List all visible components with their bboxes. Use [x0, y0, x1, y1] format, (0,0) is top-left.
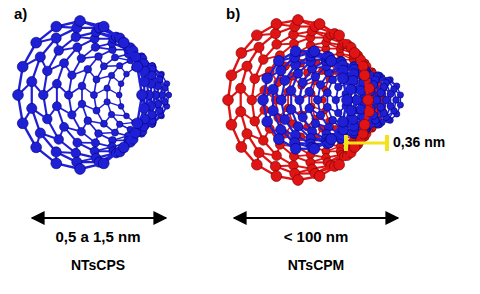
tube-ring: [308, 56, 385, 143]
tube-ring: [13, 16, 148, 175]
tube-ring: [295, 56, 371, 143]
tube-ring: [296, 50, 384, 150]
tube-ring: [320, 62, 388, 138]
tube-name: NTsCPM: [288, 258, 345, 273]
dimension-label: 0,5 a 1,5 nm: [55, 229, 140, 246]
tube-ring: [284, 45, 382, 156]
tube-name: NTsCPS: [71, 258, 125, 273]
dimension-label: 0,36 nm: [393, 135, 445, 150]
tube-ring: [104, 57, 169, 132]
tube-ring: [286, 53, 366, 148]
dimension-arrow: [32, 217, 166, 219]
wall-spacing-marker: [346, 135, 387, 151]
nanotube-drawing: [13, 15, 404, 186]
tube-ring: [258, 46, 353, 154]
tube-ring: [64, 39, 159, 151]
tube-ring: [39, 27, 154, 162]
panel-letter: b): [226, 6, 240, 23]
tube-ring: [236, 21, 375, 178]
tube-ring: [342, 69, 396, 131]
tube-ring: [332, 67, 390, 133]
dimension-label: < 100 nm: [284, 229, 349, 246]
tube-ring: [323, 64, 386, 137]
tube-ring: [78, 46, 162, 144]
tube-ring: [247, 26, 377, 173]
tube-ring: [260, 33, 378, 167]
tube-ring: [268, 47, 357, 152]
tube-ring: [27, 23, 150, 167]
tube-ring: [223, 15, 374, 186]
tube-ring: [276, 51, 362, 149]
tube-ring: [52, 34, 155, 155]
panel-letter: a): [14, 6, 27, 23]
tube-ring: [305, 58, 376, 142]
tube-ring: [90, 51, 165, 139]
tube-ring: [116, 63, 171, 128]
tube-ring: [313, 62, 380, 139]
dimension-arrow: [234, 217, 398, 219]
